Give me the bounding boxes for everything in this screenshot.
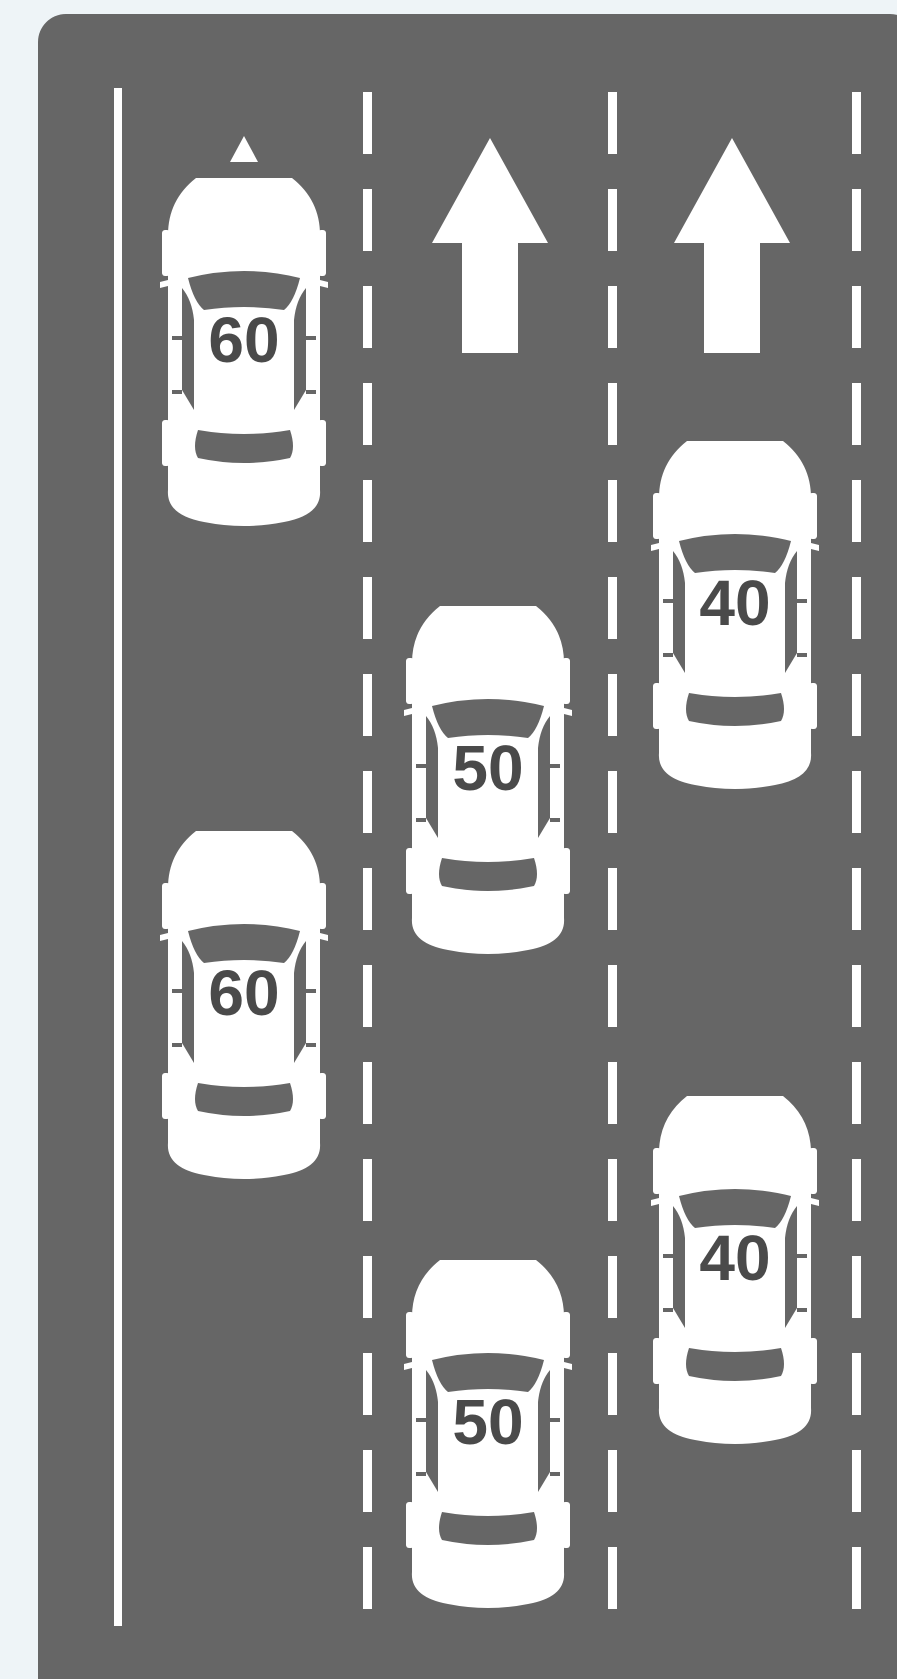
lane-dash <box>363 1159 372 1221</box>
lane-dash <box>852 189 861 251</box>
lane-dash <box>363 674 372 736</box>
lane-dash <box>608 1547 617 1609</box>
car-icon: 40 <box>651 1096 819 1444</box>
lane-dash <box>852 480 861 542</box>
lane-dash <box>363 383 372 445</box>
lane-dash <box>608 92 617 154</box>
lane-dash <box>363 965 372 1027</box>
lane-dash <box>363 868 372 930</box>
lane-dash <box>363 189 372 251</box>
lane-dash <box>608 965 617 1027</box>
car-icon: 50 <box>404 1260 572 1608</box>
lane-dash <box>608 286 617 348</box>
lane-dash <box>363 1353 372 1415</box>
car-speed-label: 60 <box>208 304 279 376</box>
lane-dash <box>608 868 617 930</box>
lane-dash <box>363 1062 372 1124</box>
lane-dash <box>363 577 372 639</box>
lane-dash <box>363 1256 372 1318</box>
lane-dash <box>852 1547 861 1609</box>
lane-dash <box>608 383 617 445</box>
lane-dash <box>363 480 372 542</box>
lane-dash <box>608 480 617 542</box>
lane-dash <box>608 577 617 639</box>
lane-dash <box>608 1159 617 1221</box>
lane-dash <box>852 1353 861 1415</box>
lane-dash <box>608 1256 617 1318</box>
lane-dash <box>852 1062 861 1124</box>
lane-dash <box>608 771 617 833</box>
lane-dash <box>363 1450 372 1512</box>
lane-dash <box>363 286 372 348</box>
lane-dash <box>852 674 861 736</box>
lane-dash <box>852 1450 861 1512</box>
lane-dash <box>852 577 861 639</box>
car-speed-label: 60 <box>208 957 279 1029</box>
lane-dash <box>608 189 617 251</box>
car-speed-label: 50 <box>452 732 523 804</box>
car-icon: 40 <box>651 441 819 789</box>
lane-dash <box>852 771 861 833</box>
lane-dash <box>608 674 617 736</box>
lane-dash <box>852 965 861 1027</box>
car-speed-label: 50 <box>452 1386 523 1458</box>
car-speed-label: 40 <box>699 567 770 639</box>
road-edge-line <box>114 88 122 1626</box>
lane-dash <box>852 868 861 930</box>
lane-dash <box>608 1450 617 1512</box>
lane-dash <box>852 1256 861 1318</box>
lane-dash <box>363 1547 372 1609</box>
lane-dash <box>852 92 861 154</box>
car-icon: 50 <box>404 606 572 954</box>
lane-dash <box>852 383 861 445</box>
lane-dash <box>608 1062 617 1124</box>
car-icon: 60 <box>160 178 328 526</box>
lane-dash <box>363 771 372 833</box>
lane-dash <box>852 1159 861 1221</box>
car-speed-label: 40 <box>699 1222 770 1294</box>
lane-dash <box>852 286 861 348</box>
lane-dash <box>363 92 372 154</box>
lane-dash <box>608 1353 617 1415</box>
car-icon: 60 <box>160 831 328 1179</box>
